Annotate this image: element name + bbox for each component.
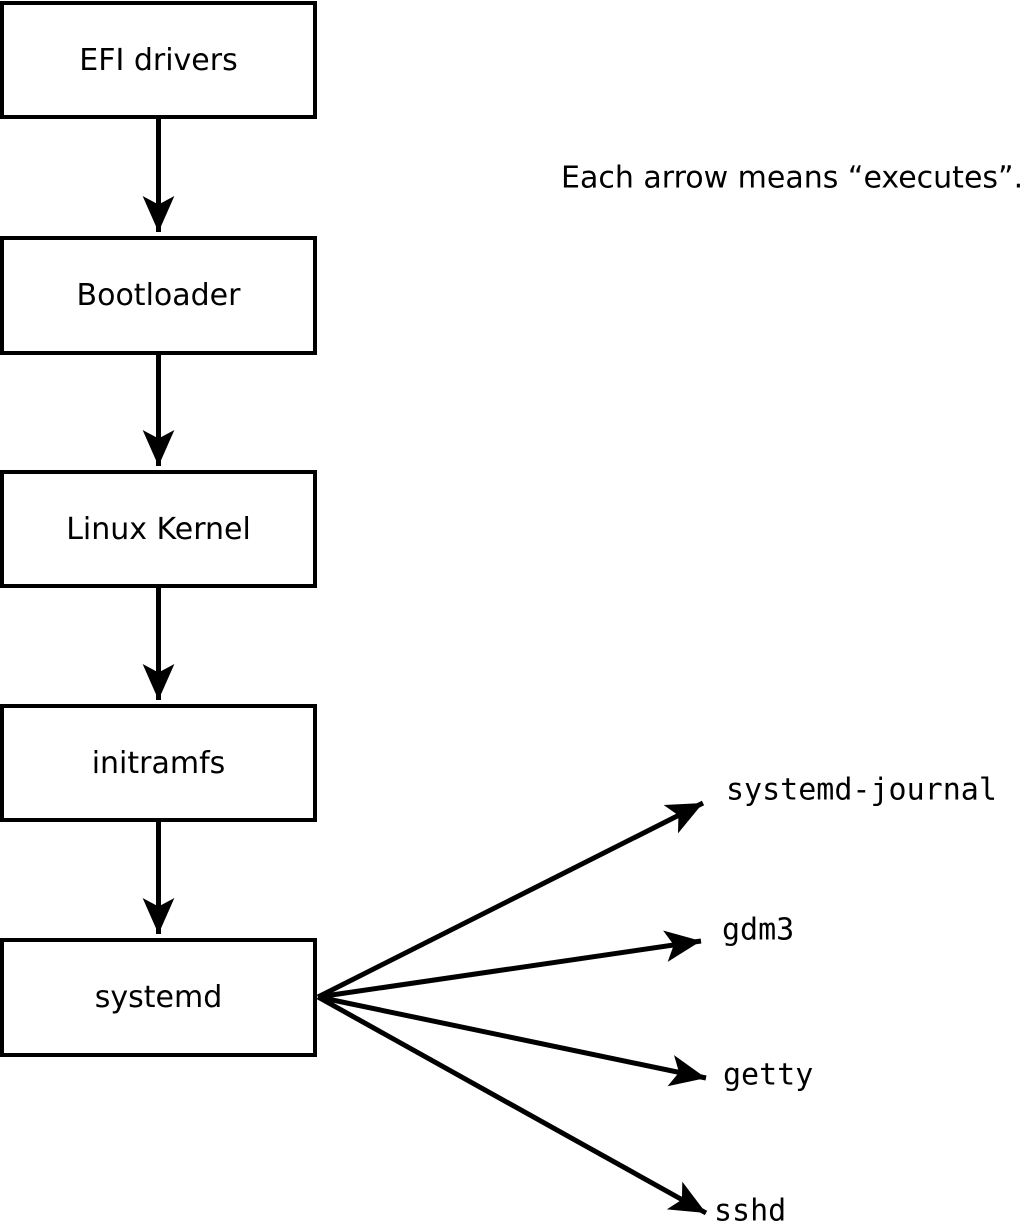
node-label: systemd [94, 980, 223, 1015]
arrow-systemd-to-getty [317, 994, 707, 1087]
node-linux-kernel: Linux Kernel [0, 470, 317, 588]
branch-label-getty: getty [723, 1057, 814, 1093]
node-efi-drivers: EFI drivers [0, 1, 317, 119]
branch-label-systemd-journal: systemd-journal [726, 772, 997, 808]
arrow-systemd-to-gdm3 [317, 930, 702, 1000]
node-systemd: systemd [0, 938, 317, 1057]
node-label: initramfs [91, 745, 226, 781]
arrow-systemd-to-sshd [316, 994, 708, 1216]
node-bootloader: Bootloader [0, 236, 317, 355]
node-label: Bootloader [76, 278, 241, 313]
arrow-meaning-note: Each arrow means “executes”. [561, 160, 1023, 196]
branch-label-gdm3: gdm3 [722, 912, 795, 948]
arrow-systemd-to-systemd-journal [316, 800, 705, 1000]
node-label: EFI drivers [79, 42, 238, 78]
node-initramfs: initramfs [0, 704, 317, 822]
node-label: Linux Kernel [66, 511, 251, 547]
branch-label-sshd: sshd [714, 1193, 787, 1229]
